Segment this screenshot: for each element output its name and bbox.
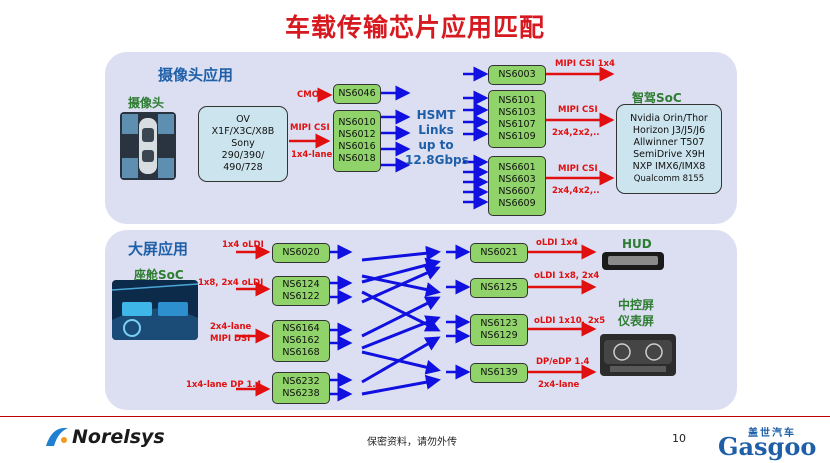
chip-label: NS6129 bbox=[480, 330, 518, 341]
chip-label: NS6010 bbox=[338, 117, 376, 128]
chip-label: NS6109 bbox=[498, 131, 536, 142]
hud-image bbox=[602, 252, 664, 270]
hsmt-line: up to bbox=[418, 138, 454, 152]
chip-label: NS6018 bbox=[338, 153, 376, 164]
chip-label: NS6164 bbox=[282, 323, 320, 334]
norelsys-logo: Norelsys bbox=[42, 424, 165, 450]
chip-label: NS6168 bbox=[282, 347, 320, 358]
ns6139-output: DP/eDP 1.4 bbox=[536, 357, 590, 367]
sensor-line: 290/390/ bbox=[221, 150, 265, 161]
hsmt-line: HSMT bbox=[416, 108, 456, 122]
page-title: 车载传输芯片应用匹配 bbox=[284, 13, 545, 42]
footer-divider bbox=[0, 416, 830, 417]
camera-label: 摄像头 bbox=[128, 96, 165, 110]
chip-label: NS6107 bbox=[498, 119, 536, 130]
gasgoo-en: Gasgoo bbox=[718, 432, 817, 461]
des1-output-label: MIPI CSI bbox=[558, 105, 598, 115]
chip-ns6003: NS6003 bbox=[488, 65, 546, 85]
chip-label: NS6603 bbox=[498, 174, 536, 185]
hsmt-line: 12.8Gbps bbox=[405, 153, 469, 167]
chip-label: NS6609 bbox=[498, 198, 536, 209]
chip-label: NS6607 bbox=[498, 186, 536, 197]
chip-label: NS6046 bbox=[338, 88, 376, 99]
soc-line: Nvidia Orin/Thor bbox=[630, 113, 708, 124]
chip-label: NS6016 bbox=[338, 141, 376, 152]
chip-ns6232-group: NS6232 NS6238 bbox=[272, 372, 330, 404]
chip-label: NS6020 bbox=[282, 247, 320, 258]
chip-label: NS6232 bbox=[282, 376, 320, 387]
chip-label: NS6125 bbox=[480, 282, 518, 293]
chip-deserializer-group-1: NS6101 NS6103 NS6107 NS6109 bbox=[488, 90, 546, 148]
des1-output-config: 2x4,2x2,.. bbox=[552, 128, 600, 138]
chip-label: NS6124 bbox=[282, 279, 320, 290]
image-sensor-box: OV X1F/X3C/X8B Sony 290/390/ 490/728 bbox=[198, 106, 288, 182]
mipi-csi-input-label: MIPI CSI bbox=[290, 123, 330, 133]
chip-label: NS6003 bbox=[498, 69, 536, 80]
lane-input-label: 1x4-lane bbox=[291, 150, 333, 160]
chip-label: NS6122 bbox=[282, 291, 320, 302]
input-mipi-dsi: MIPI DSI bbox=[210, 334, 251, 344]
adas-soc-box: Nvidia Orin/Thor Horizon J3/J5/J6 Allwin… bbox=[616, 104, 722, 194]
company-name: Norelsys bbox=[72, 426, 165, 448]
chip-deserializer-group-2: NS6601 NS6603 NS6607 NS6609 bbox=[488, 156, 546, 216]
sensor-line: OV bbox=[236, 114, 250, 125]
chip-ns6020: NS6020 bbox=[272, 243, 330, 263]
cluster-display-label: 仪表屏 bbox=[618, 314, 655, 328]
chip-ns6125: NS6125 bbox=[470, 278, 528, 298]
soc-line: Allwinner T507 bbox=[633, 137, 705, 148]
adas-soc-label: 智驾SoC bbox=[632, 91, 682, 105]
sensor-line: X1F/X3C/X8B bbox=[211, 126, 275, 137]
soc-line: Qualcomm 8155 bbox=[633, 174, 705, 184]
page-number: 10 bbox=[672, 432, 686, 445]
cockpit-soc-label: 座舱SoC bbox=[134, 268, 184, 282]
chip-ns6021: NS6021 bbox=[470, 243, 528, 263]
hsmt-links-label: HSMT Links up to 12.8Gbps bbox=[405, 108, 469, 168]
chip-ns6123-group: NS6123 NS6129 bbox=[470, 314, 528, 346]
ns6003-output-label: MIPI CSI 1x4 bbox=[555, 59, 615, 69]
camera-section-title: 摄像头应用 bbox=[158, 66, 234, 84]
chip-ns6139: NS6139 bbox=[470, 363, 528, 383]
cmos-label: CMOS bbox=[297, 90, 326, 100]
chip-ns6046: NS6046 bbox=[333, 84, 381, 104]
sensor-line: Sony bbox=[231, 138, 255, 149]
cluster-image bbox=[600, 334, 676, 376]
ns6139-output-lane: 2x4-lane bbox=[538, 380, 580, 390]
ns6021-output: oLDI 1x4 bbox=[536, 238, 578, 248]
soc-line: NXP IMX6/IMX8 bbox=[632, 161, 706, 172]
car-camera-image bbox=[120, 112, 176, 180]
soc-line: SemiDrive X9H bbox=[633, 149, 705, 160]
chip-label: NS6101 bbox=[498, 95, 536, 106]
chip-label: NS6012 bbox=[338, 129, 376, 140]
ns6125-output: oLDI 1x8, 2x4 bbox=[534, 271, 600, 281]
chip-label: NS6123 bbox=[480, 318, 518, 329]
norelsys-logo-mark bbox=[46, 427, 68, 446]
chip-ns6124-group: NS6124 NS6122 bbox=[272, 276, 330, 306]
display-section-title: 大屏应用 bbox=[128, 240, 189, 258]
chip-label: NS6021 bbox=[480, 247, 518, 258]
input-oldi-1x8: 1x8, 2x4 oLDI bbox=[198, 278, 264, 288]
chip-label: NS6103 bbox=[498, 107, 536, 118]
chip-label: NS6238 bbox=[282, 388, 320, 399]
des2-output-label: MIPI CSI bbox=[558, 164, 598, 174]
des2-output-config: 2x4,4x2,.. bbox=[552, 186, 600, 196]
hsmt-line: Links bbox=[418, 123, 454, 137]
chip-label: NS6601 bbox=[498, 162, 536, 173]
sensor-line: 490/728 bbox=[223, 162, 263, 173]
chip-ns6164-group: NS6164 NS6162 NS6168 bbox=[272, 320, 330, 362]
cockpit-image bbox=[112, 280, 198, 340]
confidential-notice: 保密资料，请勿外传 bbox=[367, 437, 457, 448]
chip-label: NS6162 bbox=[282, 335, 320, 346]
input-dp: 1x4-lane DP 1.4 bbox=[186, 380, 262, 390]
input-mipi-dsi-lane: 2x4-lane bbox=[210, 322, 252, 332]
hud-label: HUD bbox=[622, 237, 652, 251]
gasgoo-logo: 盖世汽车 Gasgoo bbox=[712, 422, 824, 461]
ns6123-output: oLDI 1x10, 2x5 bbox=[534, 316, 606, 326]
gasgoo-cn: 盖世汽车 bbox=[748, 428, 796, 439]
chip-serializer-group: NS6010 NS6012 NS6016 NS6018 bbox=[333, 110, 381, 172]
soc-line: Horizon J3/J5/J6 bbox=[632, 125, 706, 136]
chip-label: NS6139 bbox=[480, 367, 518, 378]
center-display-label: 中控屏 bbox=[618, 298, 655, 312]
input-olodi-1x4: 1x4 oLDI bbox=[222, 240, 264, 250]
